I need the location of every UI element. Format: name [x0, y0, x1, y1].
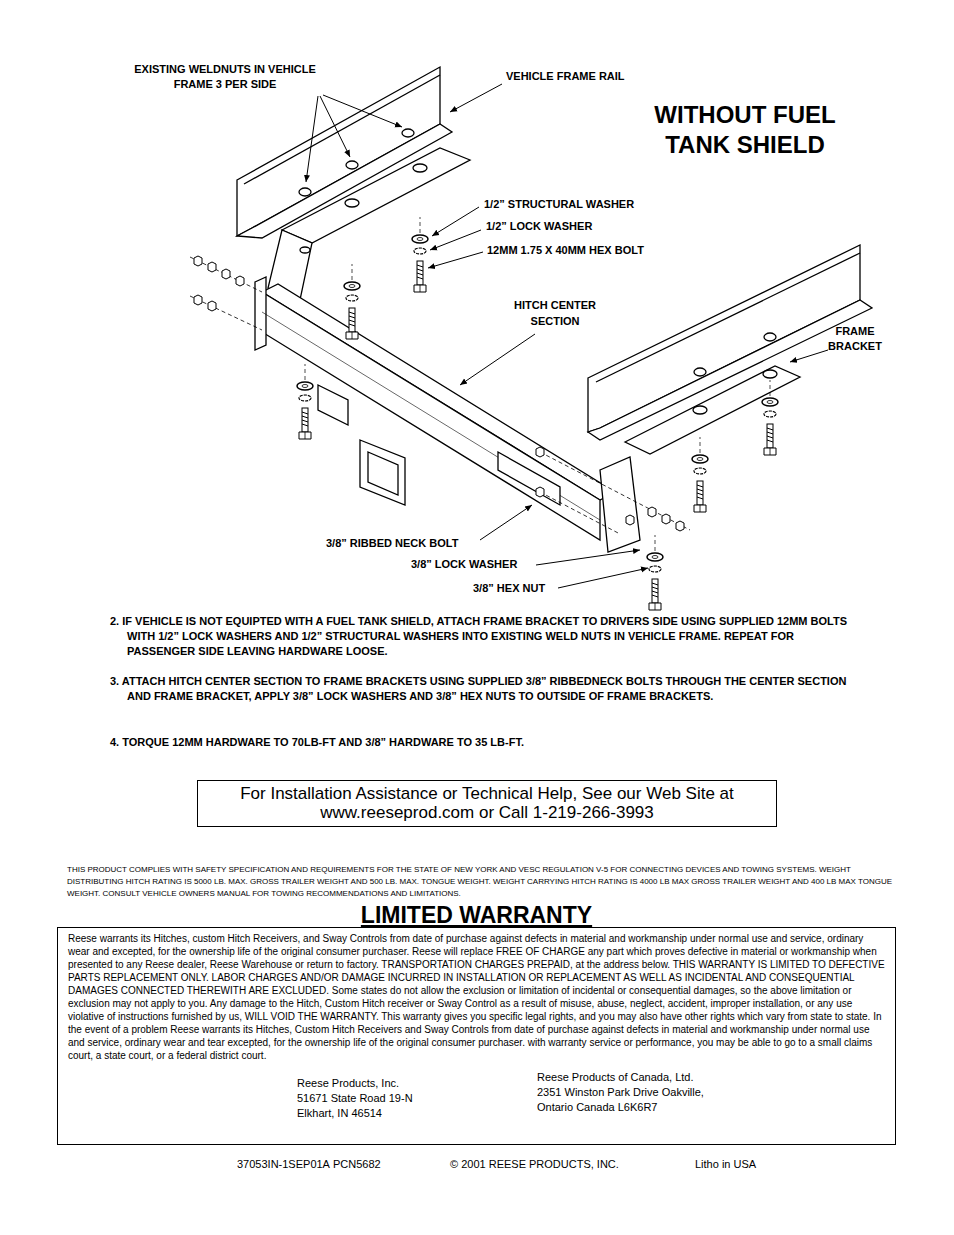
hex-bolts: [297, 217, 778, 610]
ribbed-neck-hardware: [648, 507, 656, 517]
ribbed-neck-hardware: [662, 514, 670, 524]
callout-label: 3/8” LOCK WASHER: [411, 557, 517, 571]
hitch-center-section: [262, 292, 600, 540]
left-frame-bracket: [300, 247, 310, 253]
hitch-center-section: [498, 452, 560, 505]
leader-lines: [428, 252, 483, 268]
footer-copyright: © 2001 REESE PRODUCTS, INC.: [450, 1157, 619, 1171]
help-box: For Installation Assistance or Technical…: [197, 780, 777, 827]
address: Reese Products, Inc. 51671 State Road 19…: [297, 1076, 422, 1121]
callout-label: 1/2” STRUCTURAL WASHER: [484, 197, 634, 211]
right-frame-bracket: [600, 457, 640, 552]
hex-bolts: [297, 364, 313, 401]
hitch-center-section: [255, 277, 615, 540]
hex-bolts: [346, 308, 358, 339]
hitch-center-section: [262, 312, 600, 520]
callout-label: HITCH CENTER SECTION: [495, 297, 615, 329]
instruction-step: 4. TORQUE 12MM HARDWARE TO 70LB-FT AND 3…: [110, 735, 857, 750]
leader-lines: [306, 84, 828, 588]
address-row: Reese Products, Inc. 51671 State Road 19…: [68, 1070, 885, 1121]
ribbed-neck-hardware: [194, 256, 202, 266]
leader-lines: [460, 334, 535, 385]
left-frame-bracket: [268, 148, 470, 300]
leader-lines: [480, 505, 532, 540]
instruction-step: 2. IF VEHICLE IS NOT EQUIPTED WITH A FUE…: [110, 614, 857, 659]
right-frame-bracket: [693, 406, 707, 414]
ribbed-neck-hardware: [536, 487, 544, 497]
footer-note: Litho in USA: [695, 1157, 756, 1171]
ribbed-neck-hardware: [222, 269, 230, 279]
left-frame-bracket: [282, 148, 470, 243]
hex-bolts: [344, 264, 360, 301]
hex-bolts: [762, 380, 778, 417]
leader-lines: [790, 350, 828, 362]
callout-label: 1/2” LOCK WASHER: [486, 219, 592, 233]
ribbed-neck-hardware: [540, 492, 620, 534]
hitch-center-section: [318, 385, 348, 425]
right-frame-rail: [694, 368, 706, 376]
ribbed-neck-hardware: [676, 521, 684, 531]
ribbed-neck-hardware: [194, 295, 202, 305]
ribbed-neck-hardware: [190, 257, 262, 292]
hex-bolts: [299, 408, 311, 439]
warranty-body: Reese warrants its Hitches, custom Hitch…: [68, 932, 885, 1062]
left-frame-bracket: [413, 164, 427, 172]
hex-bolts: [692, 437, 708, 474]
callout-label: VEHICLE FRAME RAIL: [506, 69, 625, 83]
footer-code: 37053IN-1SEP01A: [237, 1157, 330, 1171]
footer-code: PCN5682: [333, 1157, 381, 1171]
left-frame-rail: [346, 161, 358, 169]
ribbed-neck-hardware: [626, 515, 634, 525]
hex-bolts: [414, 261, 426, 292]
address: Reese Products of Canada, Ltd. 2351 Wins…: [537, 1070, 707, 1115]
right-frame-rail: [596, 253, 860, 382]
hex-bolts: [412, 217, 428, 254]
hex-bolts: [764, 424, 776, 455]
ribbed-neck-hardware: [190, 296, 262, 330]
leader-lines: [558, 568, 648, 588]
right-frame-bracket: [763, 370, 777, 378]
ribbed-neck-hardware: [208, 301, 216, 311]
compliance-note: THIS PRODUCT COMPLIES WITH SAFETY SPECIF…: [67, 864, 897, 900]
leader-lines: [306, 96, 318, 182]
leader-lines: [323, 95, 402, 127]
callout-label: FRAME BRACKET: [818, 324, 892, 354]
callout-label: EXISTING WELDNUTS IN VEHICLE FRAME 3 PER…: [125, 62, 325, 92]
callout-label: 3/8” HEX NUT: [473, 581, 545, 595]
left-frame-rail: [402, 129, 414, 137]
right-frame-bracket: [600, 366, 800, 552]
leader-lines: [320, 96, 350, 157]
ribbed-neck-hardware: [208, 262, 216, 272]
ribbed-neck-hardware: [236, 276, 244, 286]
left-frame-rail: [299, 188, 311, 196]
ribbed-neck-hardware: [540, 452, 690, 530]
hex-bolts: [647, 535, 663, 572]
hitch-center-section: [262, 284, 615, 500]
leader-lines: [450, 84, 502, 112]
right-frame-rail: [764, 333, 776, 341]
ribbed-neck-hardware: [536, 447, 544, 457]
ribbed-neck-hardware: [190, 256, 690, 534]
warranty-box: LIMITED WARRANTYReese warrants its Hitch…: [57, 927, 896, 1145]
page-title: WITHOUT FUEL TANK SHIELD: [635, 100, 855, 160]
instruction-step: 3. ATTACH HITCH CENTER SECTION TO FRAME …: [110, 674, 857, 704]
warranty-heading: LIMITED WARRANTY: [58, 902, 895, 928]
hitch-center-section: [368, 452, 398, 495]
hex-bolts: [694, 481, 706, 512]
leader-lines: [536, 550, 640, 565]
callout-label: 12MM 1.75 X 40MM HEX BOLT: [487, 243, 644, 257]
help-text: For Installation Assistance or Technical…: [206, 784, 768, 822]
right-frame-bracket: [625, 366, 800, 454]
callout-label: 3/8” RIBBED NECK BOLT: [326, 536, 458, 550]
right-frame-rail: [588, 300, 872, 440]
leader-lines: [430, 230, 481, 250]
hitch-center-section: [360, 440, 405, 505]
leader-lines: [432, 207, 479, 236]
hex-bolts: [649, 579, 661, 610]
left-frame-bracket: [345, 199, 359, 207]
